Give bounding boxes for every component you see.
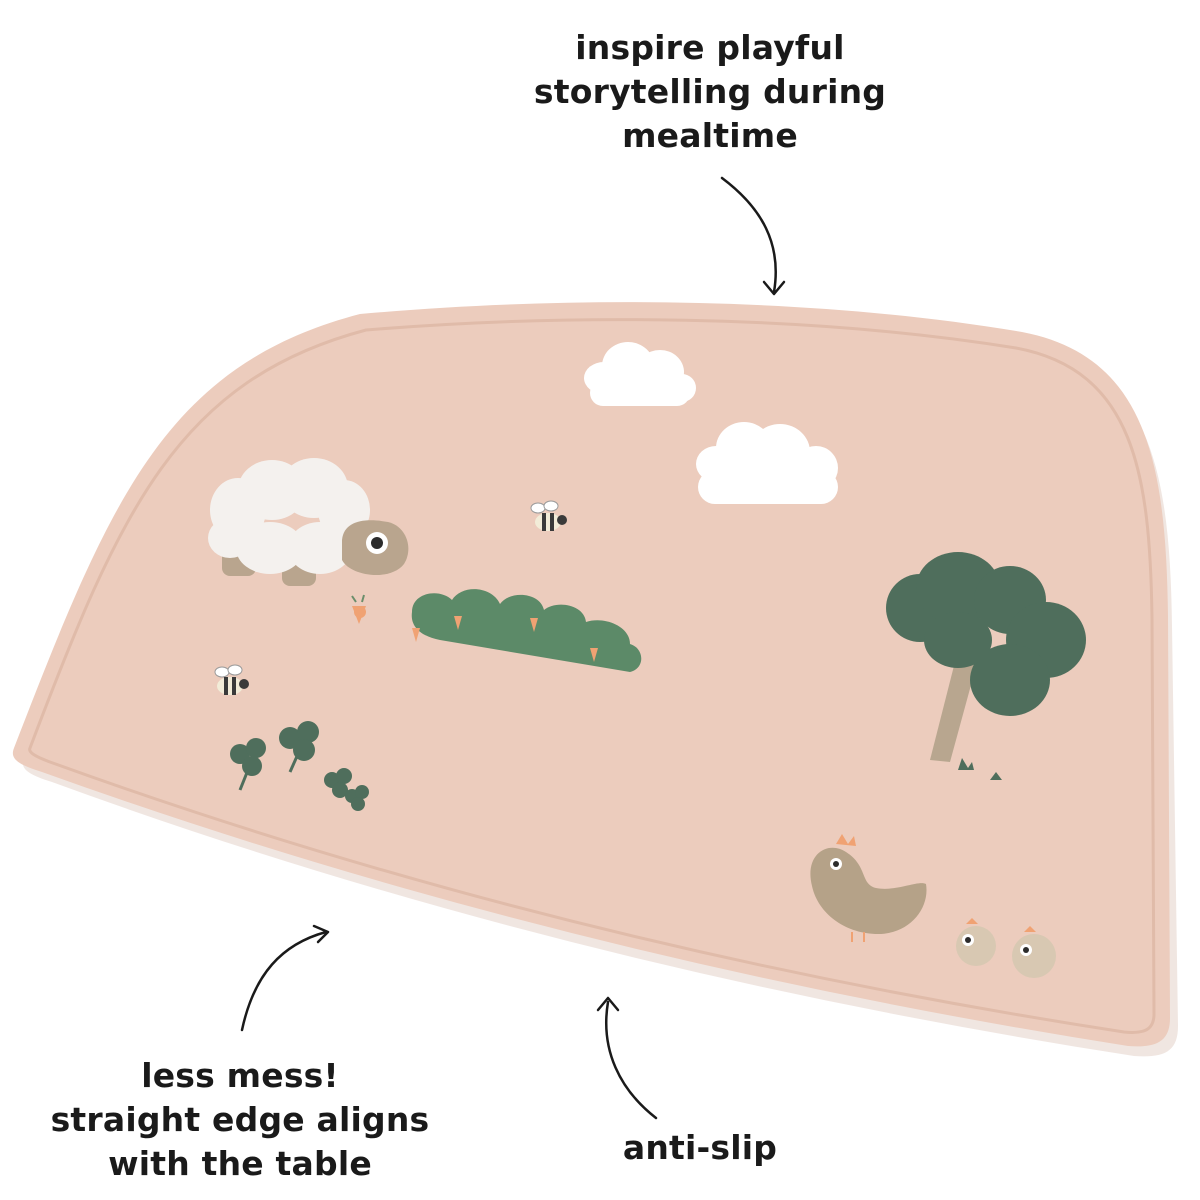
callout-line: straight edge aligns bbox=[50, 1100, 430, 1139]
sheep-icon bbox=[208, 458, 409, 586]
carrot-icon bbox=[351, 594, 366, 624]
bee-icon bbox=[530, 500, 567, 531]
clover-icon bbox=[230, 721, 369, 811]
callout-line: with the table bbox=[108, 1144, 372, 1183]
callout-line: storytelling during bbox=[533, 72, 887, 111]
placemat-rim bbox=[28, 318, 1156, 1034]
bush-icon bbox=[411, 589, 642, 672]
hen-icon bbox=[810, 834, 927, 942]
bee-icon bbox=[214, 664, 249, 695]
callout-less-mess: less mess! straight edge aligns with the… bbox=[40, 1054, 440, 1186]
callout-line: mealtime bbox=[622, 116, 798, 155]
callout-line: inspire playful bbox=[575, 28, 845, 67]
chick-icon bbox=[1012, 926, 1056, 978]
arrow-top-icon bbox=[720, 176, 786, 296]
arrow-right-icon bbox=[596, 996, 658, 1120]
cloud-icon bbox=[696, 422, 838, 504]
chick-icon bbox=[956, 918, 996, 966]
tree-icon bbox=[886, 552, 1086, 780]
callout-storytelling: inspire playful storytelling during meal… bbox=[500, 26, 920, 158]
callout-line: anti-slip bbox=[622, 1128, 778, 1167]
cloud-icon bbox=[584, 342, 696, 406]
callout-anti-slip: anti-slip bbox=[570, 1126, 830, 1170]
callout-line: less mess! bbox=[141, 1056, 339, 1095]
arrow-left-icon bbox=[240, 924, 330, 1032]
